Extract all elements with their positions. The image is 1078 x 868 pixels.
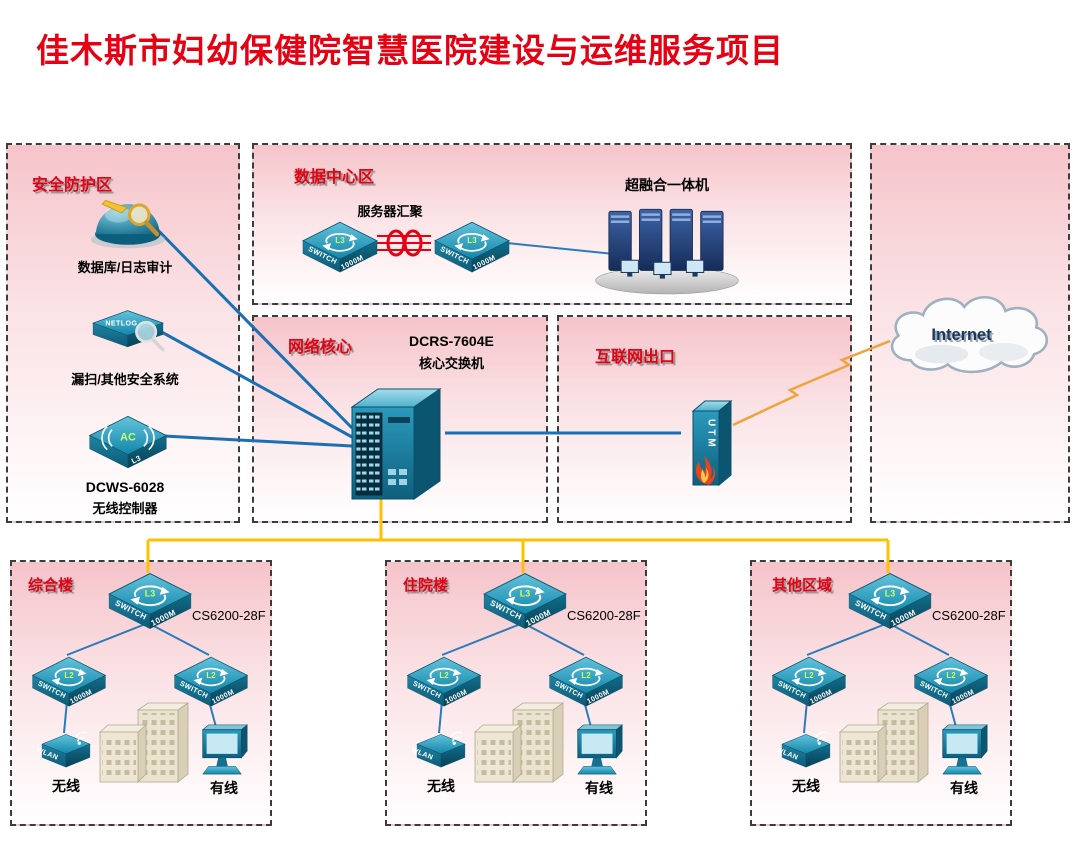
internet-cloud-icon: Internet Internet xyxy=(890,296,1049,374)
server-aggregation-label: 服务器汇聚 xyxy=(357,204,423,219)
l3-access-switch-icon: L3 SWITCH 1000M xyxy=(844,570,936,634)
controller-model-label: DCWS-6028 xyxy=(85,479,165,495)
hyperconverged-servers-icon xyxy=(595,208,739,295)
zone-internet: Internet Internet xyxy=(870,143,1070,523)
flame-icon xyxy=(695,456,716,485)
zone-internet-exit-label: 互联网出口 xyxy=(595,349,676,366)
l2-switch-left-icon: L2 SWITCH 1000M xyxy=(28,654,110,711)
zone-security: 安全防护区 数据库/日志审计 NETLOG 漏扫/其他安全系统 xyxy=(6,143,240,523)
zone-building-1-label: 综合楼 xyxy=(28,577,74,594)
desktop-monitor-icon xyxy=(201,724,248,775)
zone-building-2-label: 住院楼 xyxy=(403,577,449,594)
wlan-ap-icon: WLAN xyxy=(35,731,91,768)
utm-firewall-icon: UTM xyxy=(691,399,733,487)
desktop-monitor-icon xyxy=(941,724,988,775)
wireless-controller-icon: AC L3 xyxy=(84,413,172,473)
wired-label: 有线 xyxy=(585,780,613,796)
core-switch-model-label: DCRS-7604E xyxy=(409,333,494,349)
zone-core-label: 网络核心 xyxy=(288,339,353,356)
wired-label: 有线 xyxy=(210,780,238,796)
zone-building-2: 住院楼 L3 SWITCH 1000M CS6200-28F L2 SWITCH… xyxy=(385,560,647,826)
netlog-scanner-icon: NETLOG xyxy=(92,310,165,352)
netlog-label: 漏扫/其他安全系统 xyxy=(71,372,179,387)
svg-text:L2: L2 xyxy=(804,671,814,680)
zone-building-1: 综合楼 L3 SWITCH 1000M CS6200-28F L2 SWITCH… xyxy=(10,560,272,826)
svg-text:L2: L2 xyxy=(64,671,74,680)
svg-text:L2: L2 xyxy=(206,671,216,680)
zone-building-3-label: 其他区域 xyxy=(772,577,833,594)
svg-text:L3: L3 xyxy=(335,236,345,245)
building-icon xyxy=(473,702,565,783)
access-switch-model-label: CS6200-28F xyxy=(932,608,1006,623)
l2-switch-right-icon: L2 SWITCH 1000M xyxy=(545,654,627,711)
wired-label: 有线 xyxy=(950,780,978,796)
l2-switch-left-icon: L2 SWITCH 1000M xyxy=(768,654,850,711)
wireless-label: 无线 xyxy=(427,778,455,794)
page-title: 佳木斯市妇幼保健院智慧医院建设与运维服务项目 xyxy=(36,32,784,69)
building-icon xyxy=(98,702,190,783)
svg-text:L2: L2 xyxy=(946,671,956,680)
controller-name-label: 无线控制器 xyxy=(92,501,158,516)
svg-text:L3: L3 xyxy=(885,589,895,599)
wireless-label: 无线 xyxy=(52,778,80,794)
netlog-badge: NETLOG xyxy=(105,321,137,328)
ac-badge: AC xyxy=(120,432,136,444)
l3-access-switch-icon: L3 SWITCH 1000M xyxy=(104,570,196,634)
wireless-label: 无线 xyxy=(792,778,820,794)
zone-internet-exit: 互联网出口 UTM xyxy=(557,315,852,523)
wlan-ap-icon: WLAN xyxy=(775,731,831,768)
zone-core: 网络核心 DCRS-7604E 核心交换机 xyxy=(252,315,548,523)
wlan-ap-icon: WLAN xyxy=(410,731,466,768)
core-switch-name-label: 核心交换机 xyxy=(419,356,485,371)
l3-access-switch-icon: L3 SWITCH 1000M xyxy=(479,570,571,634)
svg-text:L3: L3 xyxy=(520,589,530,599)
svg-text:Internet: Internet xyxy=(933,328,994,346)
audit-dome-icon xyxy=(90,200,165,249)
desktop-monitor-icon xyxy=(576,724,623,775)
zone-building-3: 其他区域 L3 SWITCH 1000M CS6200-28F L2 SWITC… xyxy=(750,560,1012,826)
svg-text:L2: L2 xyxy=(439,671,449,680)
svg-text:L2: L2 xyxy=(581,671,591,680)
building-icon xyxy=(838,702,930,783)
aggregation-switch-a-icon: L3 SWITCH 1000M xyxy=(298,219,382,277)
l2-switch-left-icon: L2 SWITCH 1000M xyxy=(403,654,485,711)
zone-security-label: 安全防护区 xyxy=(32,177,113,194)
hyperconverged-label: 超融合一体机 xyxy=(625,177,709,193)
zone-datacenter-label: 数据中心区 xyxy=(294,169,375,186)
svg-text:L3: L3 xyxy=(145,589,155,599)
access-switch-model-label: CS6200-28F xyxy=(567,608,641,623)
ac-layer-label: L3 xyxy=(130,453,143,465)
audit-label: 数据库/日志审计 xyxy=(77,260,173,275)
utm-label: UTM xyxy=(706,419,717,450)
core-switch-icon xyxy=(350,388,442,500)
aggregation-switch-b-icon: L3 SWITCH 1000M xyxy=(430,219,514,277)
zone-datacenter: 数据中心区 服务器汇聚 L3 SWITCH 1000M L3 SWITCH 10… xyxy=(252,143,852,305)
internet-label: Internet xyxy=(931,326,992,344)
svg-text:L3: L3 xyxy=(467,236,477,245)
access-switch-model-label: CS6200-28F xyxy=(192,608,266,623)
